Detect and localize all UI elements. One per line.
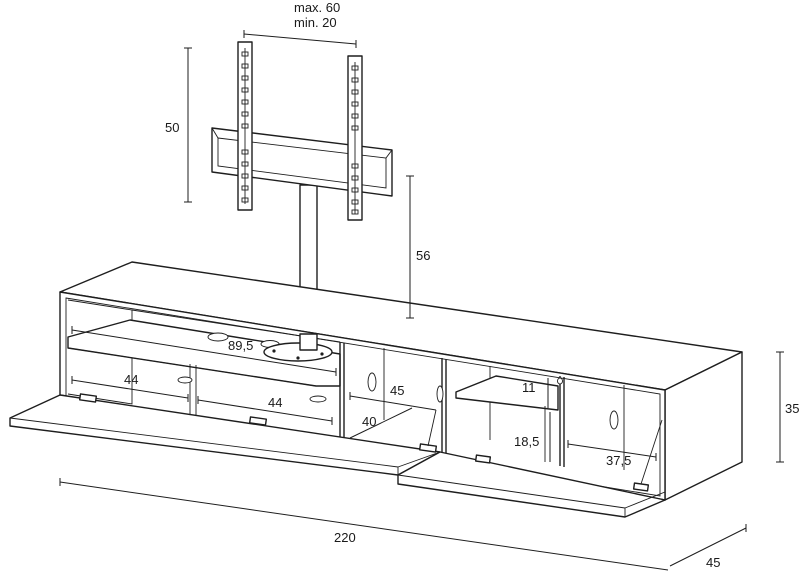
label-left-comp-2: 44	[268, 395, 282, 410]
label-middle-depth: 40	[362, 414, 376, 429]
mount-rail-left	[237, 41, 253, 211]
right-door-open	[397, 419, 666, 518]
label-shelf-width: 89,5	[228, 338, 253, 353]
mount-rail-right	[347, 55, 363, 221]
label-mount-height: 50	[165, 120, 179, 135]
label-pole-height: 56	[416, 248, 430, 263]
tv-mount	[211, 41, 393, 304]
label-total-height: 35	[785, 401, 799, 416]
label-right-height: 18,5	[514, 434, 539, 449]
left-compartment	[67, 299, 341, 421]
left-door-open	[9, 393, 441, 476]
mount-pole	[299, 184, 318, 304]
label-total-width: 220	[334, 530, 356, 545]
middle-compartment	[339, 342, 447, 453]
label-bracket-min: min. 20	[294, 15, 337, 30]
right-compartment	[455, 366, 625, 470]
mount-crossbar	[211, 127, 393, 197]
label-right-width: 37,5	[606, 453, 631, 468]
label-bracket-max: max. 60	[294, 0, 340, 15]
dimension-labels: max. 60 min. 20 50 56 89,5 44 44 45 40 1…	[124, 0, 799, 570]
label-right-shelf: 11	[522, 380, 536, 395]
right-shelf	[455, 375, 559, 411]
label-middle-width: 45	[390, 383, 404, 398]
cabinet	[9, 261, 743, 518]
label-total-depth: 45	[706, 555, 720, 570]
dimension-lines	[59, 30, 784, 571]
label-left-comp-1: 44	[124, 372, 138, 387]
